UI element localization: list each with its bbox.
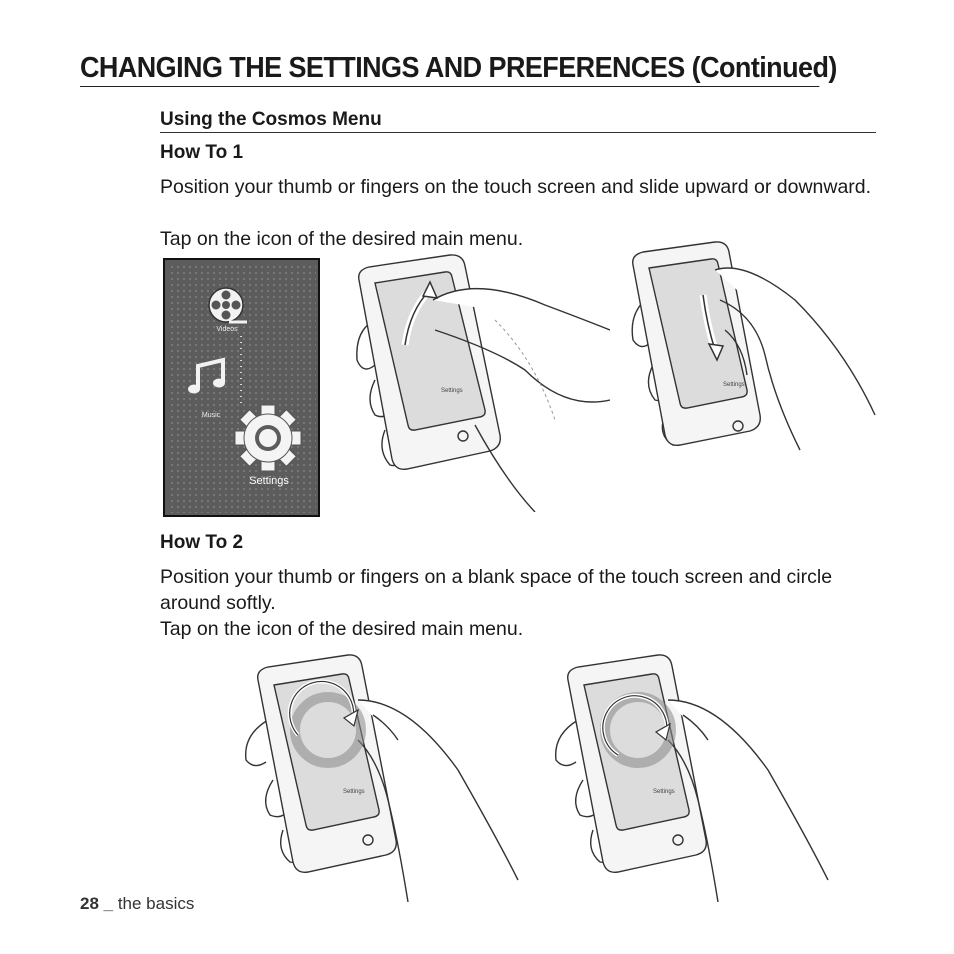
circle-gesture-illustration-1: Settings: [244, 654, 519, 902]
footer-separator: _: [98, 894, 118, 913]
how-to-2-heading: How To 2: [160, 532, 244, 553]
device-settings-label-3: Settings: [343, 789, 365, 795]
how-to-2-instruction-1: Position your thumb or fingers on a blan…: [160, 566, 833, 614]
how-to-2-instruction-2: Tap on the icon of the desired main menu…: [160, 618, 524, 640]
chapter-name: the basics: [117, 894, 195, 913]
page-title: CHANGING THE SETTINGS AND PREFERENCES (C…: [80, 50, 837, 87]
music-note-icon[interactable]: [188, 357, 225, 394]
cosmos-menu-screen: Videos Music Settings: [163, 258, 320, 517]
page-number: 28: [80, 894, 99, 913]
settings-label: Settings: [249, 475, 289, 487]
slide-upward-illustration: Settings: [356, 254, 610, 512]
videos-film-reel-icon[interactable]: [208, 287, 247, 324]
circle-gesture-illustration-2: Settings: [554, 654, 829, 902]
device-settings-label: Settings: [441, 388, 463, 394]
music-label: Music: [202, 412, 221, 419]
settings-gear-icon[interactable]: [234, 404, 302, 472]
how-to-1-heading: How To 1: [160, 142, 244, 163]
page-footer: 28 _ the basics: [80, 894, 194, 914]
section-heading: Using the Cosmos Menu: [160, 108, 876, 133]
videos-label: Videos: [216, 326, 238, 333]
slide-downward-illustration: Settings: [631, 241, 876, 451]
how-to-1-instruction-1: Position your thumb or fingers on the to…: [160, 176, 872, 198]
device-settings-label-2: Settings: [723, 382, 745, 388]
how-to-1-instruction-2: Tap on the icon of the desired main menu…: [160, 228, 524, 250]
device-settings-label-4: Settings: [653, 789, 675, 795]
